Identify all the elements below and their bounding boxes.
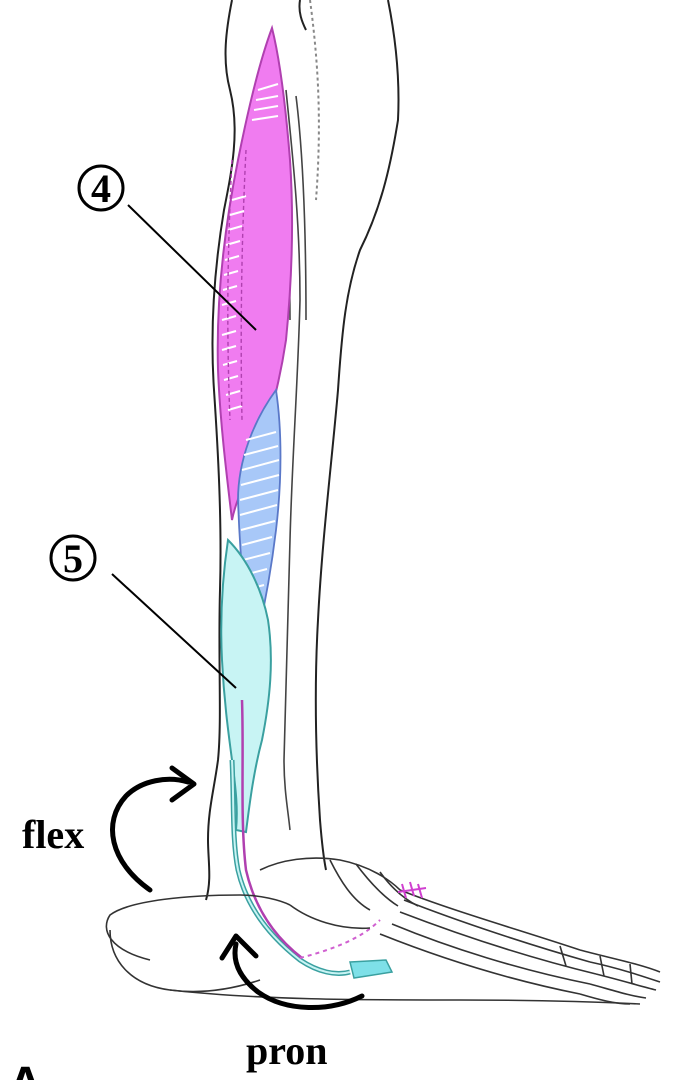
- pron-label: pron: [246, 1028, 328, 1073]
- callout-5: 5: [51, 536, 236, 688]
- callout-5-label: 5: [63, 536, 83, 581]
- foot-bones: [106, 858, 660, 1004]
- callout-4-label: 4: [91, 166, 111, 211]
- muscle-5: [221, 540, 392, 978]
- flex-arrow: [113, 768, 195, 890]
- panel-letter: A: [8, 1058, 43, 1080]
- flex-label: flex: [22, 812, 84, 857]
